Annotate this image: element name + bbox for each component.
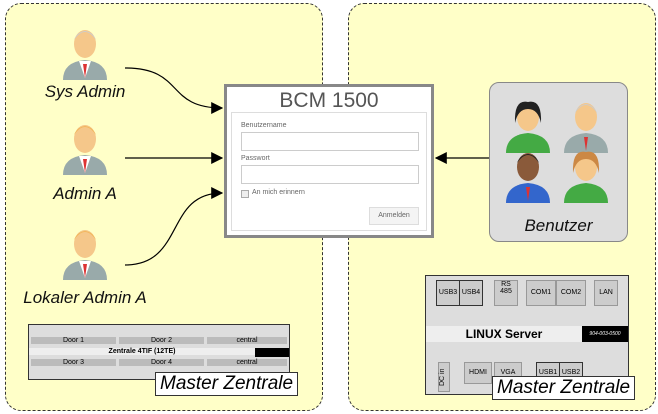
linux-server-device: USB3 USB4 RS 485 COM1 COM2 LAN LINUX Ser… [425, 275, 629, 395]
central-bottom-label: central [207, 359, 287, 366]
admin-a-icon [63, 125, 107, 175]
port-usb3: USB3 [436, 280, 460, 306]
port-hdmi: HDMI [464, 362, 492, 384]
master-zentrale-label-right: Master Zentrale [492, 376, 636, 400]
sys-admin-icon [63, 30, 107, 80]
port-com1: COM1 [526, 280, 556, 306]
benutzer-group: Benutzer [489, 82, 628, 242]
anmelden-button[interactable]: Anmelden [369, 207, 419, 225]
port-com2: COM2 [556, 280, 586, 306]
username-input[interactable] [241, 132, 419, 151]
lokaler-admin-icon [63, 230, 107, 280]
lokaler-admin-label: Lokaler Admin A [23, 288, 147, 307]
admin-a-label: Admin A [53, 184, 117, 203]
central-top-label: central [207, 337, 287, 344]
password-label: Passwort [241, 155, 270, 162]
port-rs485: RS 485 [494, 280, 518, 306]
port-lan: LAN [594, 280, 618, 306]
remember-label: An mich erinnern [252, 189, 305, 196]
zentrale-title: Zentrale 4TIF (12TE) [29, 348, 255, 355]
master-zentrale-label-left: Master Zentrale [155, 372, 299, 396]
door2-label: Door 2 [119, 337, 204, 344]
serial-number: 904-003-0500 [582, 326, 628, 342]
benutzer-label: Benutzer [524, 216, 593, 235]
remember-checkbox[interactable] [241, 190, 249, 198]
door3-label: Door 3 [31, 359, 116, 366]
username-label: Benutzername [241, 122, 287, 129]
login-dialog: BCM 1500 Benutzername Passwort An mich e… [224, 84, 434, 238]
linux-server-title: LINUX Server [426, 326, 582, 342]
users-group-icon [506, 101, 608, 203]
sys-admin-label: Sys Admin [44, 82, 126, 101]
password-input[interactable] [241, 165, 419, 184]
door4-label: Door 4 [119, 359, 204, 366]
door1-label: Door 1 [31, 337, 116, 344]
port-usb4: USB4 [459, 280, 483, 306]
login-title: BCM 1500 [279, 89, 379, 112]
port-dc-in: DC in [438, 362, 450, 392]
